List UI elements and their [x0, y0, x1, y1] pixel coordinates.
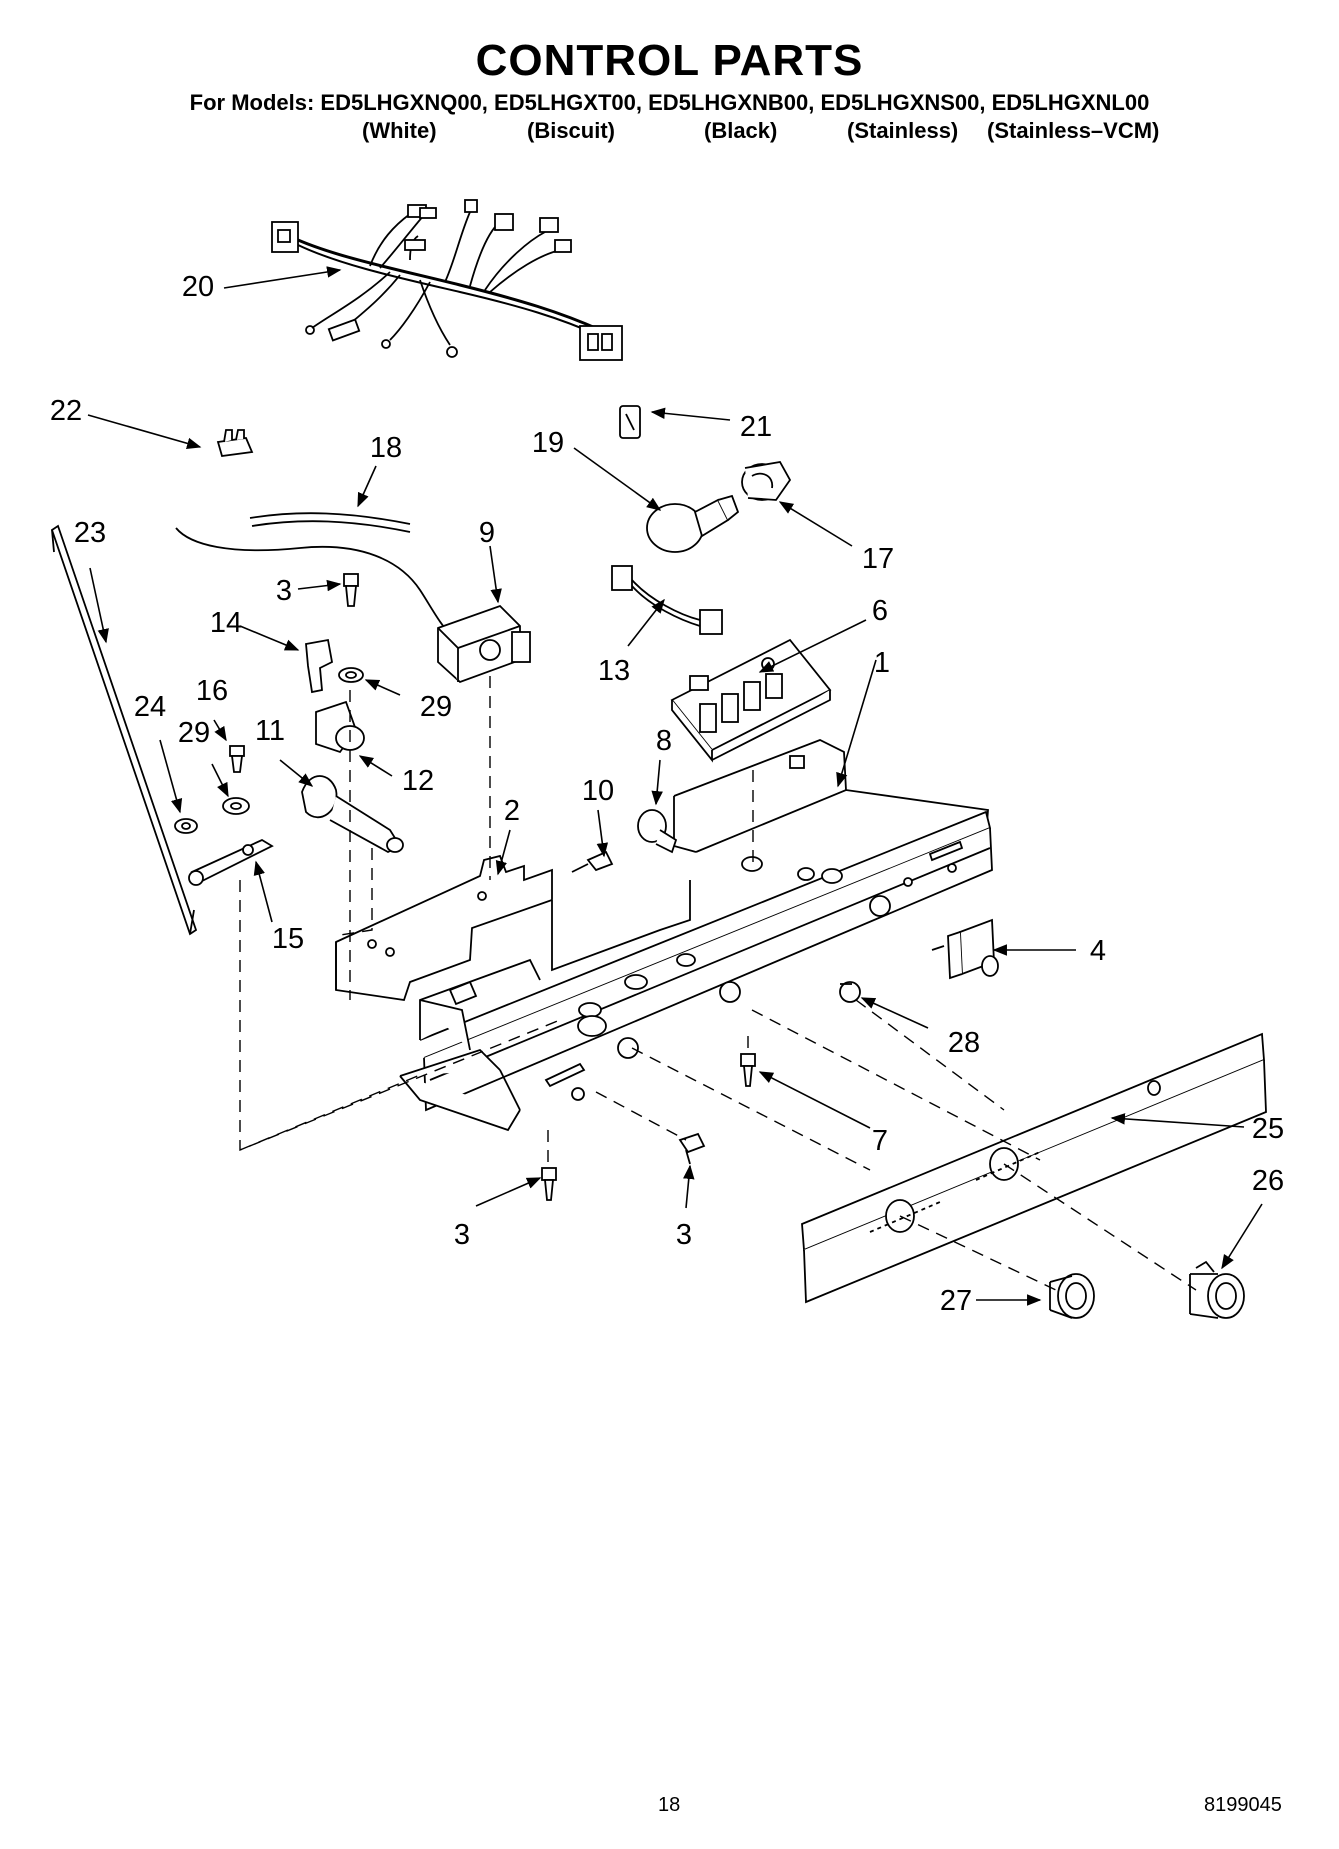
callout-1: 1 [874, 647, 890, 679]
callout-29-left: 29 [178, 717, 210, 749]
callout-23: 23 [74, 517, 106, 549]
page-title: CONTROL PARTS [475, 36, 864, 85]
callout-27: 27 [940, 1285, 972, 1317]
thermostat-part [437, 604, 531, 684]
variant-stainless: (Stainless) [847, 118, 959, 143]
callout-3-top: 3 [276, 575, 292, 607]
control-panel-part [801, 1032, 1267, 1319]
callout-3-bottom-left: 3 [454, 1219, 470, 1251]
lead-wire-part [611, 565, 723, 635]
lamp-parts [619, 405, 792, 553]
control-board-part [670, 638, 832, 763]
callout-26: 26 [1252, 1165, 1284, 1197]
callout-24: 24 [134, 691, 166, 723]
screw-parts [541, 1053, 756, 1201]
variant-white: (White) [362, 118, 437, 143]
wire-harness-part [271, 199, 623, 361]
document-number: 8199045 [1204, 1794, 1282, 1816]
callout-29-right: 29 [420, 691, 452, 723]
callout-16: 16 [196, 675, 228, 707]
mounting-plate-part [335, 854, 691, 1006]
page-number: 18 [658, 1794, 681, 1816]
callout-18: 18 [370, 432, 402, 464]
callout-21: 21 [740, 411, 772, 443]
clip-part [216, 429, 254, 457]
callout-3-bottom-right: 3 [676, 1219, 692, 1251]
callout-6: 6 [872, 595, 888, 627]
variant-biscuit: (Biscuit) [527, 118, 615, 143]
callout-7: 7 [872, 1125, 888, 1157]
callout-13: 13 [598, 655, 630, 687]
callout-20: 20 [182, 271, 214, 303]
callout-12: 12 [402, 765, 434, 797]
callout-25: 25 [1252, 1113, 1284, 1145]
callout-4: 4 [1090, 935, 1106, 967]
callout-22: 22 [50, 395, 82, 427]
models-line: For Models: ED5LHGXNQ00, ED5LHGXT00, ED5… [189, 90, 1150, 115]
callout-11: 11 [255, 715, 285, 747]
variant-stainless-vcm: (Stainless–VCM) [987, 118, 1160, 143]
assembly-lines [239, 676, 1197, 1291]
callout-17: 17 [862, 543, 894, 575]
variant-black: (Black) [704, 118, 778, 143]
tube-part [175, 512, 456, 641]
callout-15: 15 [272, 923, 304, 955]
switch-parts [839, 918, 999, 1003]
callout-14: 14 [210, 607, 242, 639]
callout-2: 2 [504, 795, 520, 827]
callout-arrows [87, 266, 1263, 1306]
control-housing-part [399, 739, 993, 1132]
callout-9: 9 [479, 517, 495, 549]
callout-28: 28 [948, 1027, 980, 1059]
callout-8: 8 [656, 725, 672, 757]
damper-parts [50, 524, 404, 936]
callout-10: 10 [582, 775, 614, 807]
callout-19: 19 [532, 427, 564, 459]
